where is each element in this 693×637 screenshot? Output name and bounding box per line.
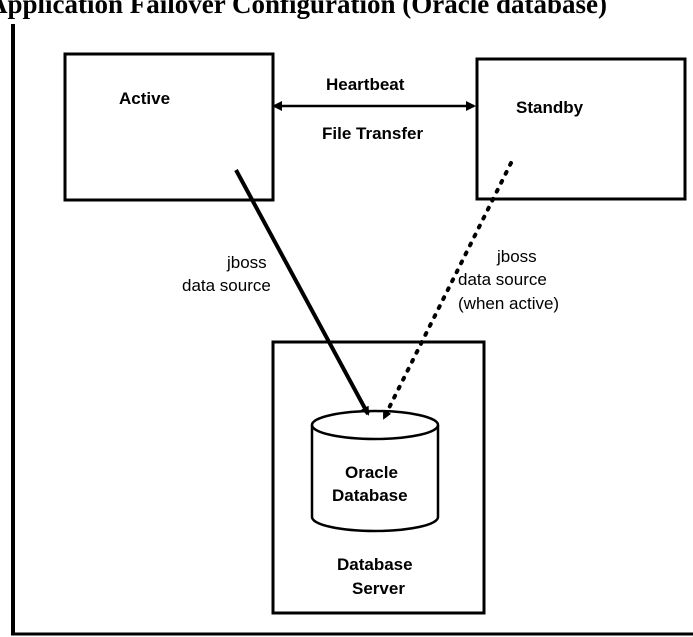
database-server-node: Database Server bbox=[271, 340, 486, 615]
cylinder-top bbox=[310, 409, 440, 441]
standby-datasource-label-line1: jboss bbox=[496, 247, 537, 266]
database-server-box bbox=[271, 340, 486, 615]
database-server-label-line1: Database bbox=[337, 555, 413, 574]
active-label: Active bbox=[119, 89, 170, 108]
standby-datasource-arrow bbox=[382, 161, 513, 420]
diagram-title: Application Failover Configuration (Orac… bbox=[0, 0, 607, 19]
database-label-line2: Database bbox=[332, 486, 408, 505]
standby-label: Standby bbox=[516, 98, 584, 117]
standby-node: Standby bbox=[475, 57, 687, 201]
standby-datasource-label-line2: data source bbox=[458, 270, 547, 289]
active-datasource-label-line1: jboss bbox=[226, 253, 267, 272]
heartbeat-label: Heartbeat bbox=[326, 75, 405, 94]
cylinder-body bbox=[310, 425, 440, 533]
active-datasource-label-line2: data source bbox=[182, 276, 271, 295]
file-transfer-label: File Transfer bbox=[322, 124, 423, 143]
database-label-line1: Oracle bbox=[345, 463, 398, 482]
active-datasource-arrow bbox=[234, 169, 370, 416]
oracle-database-cylinder: Oracle Database bbox=[310, 409, 440, 533]
standby-datasource-label-line3: (when active) bbox=[458, 294, 559, 313]
standby-box bbox=[475, 57, 687, 201]
database-server-label-line2: Server bbox=[352, 579, 405, 598]
